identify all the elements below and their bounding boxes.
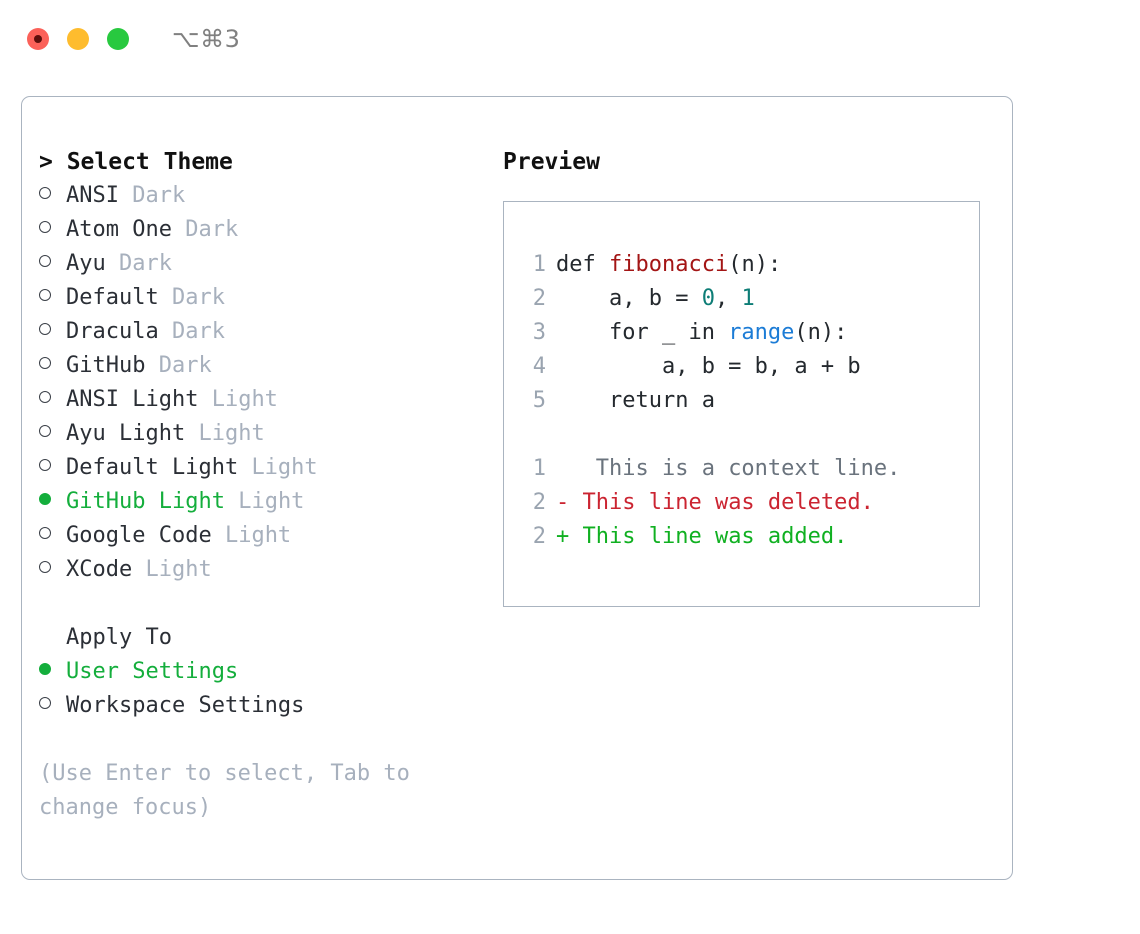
keyboard-hint-text: (Use Enter to select, Tab to change focu… xyxy=(39,761,424,820)
theme-option-label: Default Light xyxy=(66,455,239,480)
line-number: 1 xyxy=(532,252,546,277)
code-token: range xyxy=(728,320,795,345)
apply-to-label: Apply To xyxy=(66,625,172,650)
line-number: 2 xyxy=(532,524,546,549)
theme-option-label: ANSI Light xyxy=(66,387,199,412)
apply-to-option-list: User Settings Workspace Settings xyxy=(39,655,502,723)
line-number: 2 xyxy=(532,490,546,515)
code-line: 5 return a xyxy=(516,384,979,418)
code-line: 1 def fibonacci(n): xyxy=(516,248,979,282)
diff-content: This line was added. xyxy=(569,524,848,549)
diff-marker: + xyxy=(556,524,570,549)
code-diff-separator xyxy=(516,418,979,452)
theme-option-label: Google Code xyxy=(66,523,212,548)
theme-option-suffix: Dark xyxy=(171,319,225,344)
line-number: 4 xyxy=(532,354,546,379)
theme-option-label: XCode xyxy=(66,557,133,582)
section-spacer xyxy=(39,587,502,621)
code-line: 3 for _ in range(n): xyxy=(516,316,979,350)
theme-option-atom-one-dark[interactable]: Atom One Dark xyxy=(39,213,502,247)
theme-option-label: GitHub Light xyxy=(66,489,225,514)
code-token: def xyxy=(556,252,609,277)
code-token: 1 xyxy=(741,286,755,311)
code-content: return a xyxy=(556,384,715,418)
theme-option-label: Dracula xyxy=(66,319,159,344)
theme-option-ayu-light[interactable]: Ayu Light Light xyxy=(39,417,502,451)
diff-line-added: 2 + This line was added. xyxy=(516,520,979,554)
theme-option-suffix: Light xyxy=(211,387,278,412)
code-token: 0 xyxy=(701,286,715,311)
preview-title: Preview xyxy=(503,149,600,175)
theme-option-suffix: Dark xyxy=(119,251,172,276)
theme-option-suffix: Light xyxy=(224,523,292,548)
keyboard-shortcut-label: ⌥⌘3 xyxy=(172,25,241,53)
theme-option-ayu-dark[interactable]: Ayu Dark xyxy=(39,247,502,281)
theme-option-label: GitHub xyxy=(66,353,146,378)
maximize-button[interactable] xyxy=(107,28,129,50)
theme-option-label: Ayu Light xyxy=(66,421,186,446)
preview-column: Preview 1 def fibonacci(n): 2 a, b = 0, … xyxy=(502,145,980,879)
theme-option-list: ANSI Dark Atom One Dark Ayu xyxy=(39,179,502,587)
theme-option-suffix: Dark xyxy=(171,285,225,310)
diff-line-context: 1 This is a context line. xyxy=(516,452,979,486)
theme-option-google-code[interactable]: Google Code Light xyxy=(39,519,502,553)
main-panel: > Select Theme ANSI Dark Atom One Dark xyxy=(21,96,1013,880)
title-bar: ⌥⌘3 xyxy=(0,0,1140,78)
select-theme-heading: > Select Theme xyxy=(39,149,233,175)
code-content: a, b = 0, 1 xyxy=(556,282,755,316)
preview-box: 1 def fibonacci(n): 2 a, b = 0, 1 3 for … xyxy=(503,201,980,607)
theme-option-suffix: Light xyxy=(251,455,318,480)
code-token: return a xyxy=(556,388,715,413)
code-content: def fibonacci(n): xyxy=(556,248,781,282)
close-button[interactable] xyxy=(27,28,49,50)
theme-option-label: Default xyxy=(66,285,159,310)
theme-option-suffix: Dark xyxy=(185,217,239,242)
window-controls xyxy=(27,28,129,50)
line-number: 3 xyxy=(532,320,546,345)
diff-line-deleted: 2 - This line was deleted. xyxy=(516,486,979,520)
code-token: a, b = b, a + b xyxy=(556,354,861,379)
code-token: fibonacci xyxy=(608,252,729,277)
theme-option-suffix: Light xyxy=(198,421,265,446)
code-content: for _ in range(n): xyxy=(556,316,847,350)
apply-to-option-workspace-settings[interactable]: Workspace Settings xyxy=(39,689,502,723)
line-number: 2 xyxy=(532,286,546,311)
diff-marker: - xyxy=(556,490,570,515)
theme-option-suffix: Light xyxy=(145,557,212,582)
code-token: (n): xyxy=(728,252,782,277)
theme-option-xcode[interactable]: XCode Light xyxy=(39,553,502,587)
theme-option-label: ANSI xyxy=(66,183,119,208)
theme-option-suffix: Dark xyxy=(132,183,186,208)
theme-option-ansi-dark[interactable]: ANSI Dark xyxy=(39,179,502,213)
code-token: (n): xyxy=(794,320,848,345)
apply-to-option-label: Workspace Settings xyxy=(66,693,305,718)
theme-option-label: Atom One xyxy=(66,217,172,242)
theme-option-dracula-dark[interactable]: Dracula Dark xyxy=(39,315,502,349)
code-token: , xyxy=(714,286,742,311)
code-token: a, b = xyxy=(556,286,702,311)
theme-option-default-light[interactable]: Default Light Light xyxy=(39,451,502,485)
code-content: a, b = b, a + b xyxy=(556,350,861,384)
theme-option-ansi-light[interactable]: ANSI Light Light xyxy=(39,383,502,417)
diff-marker xyxy=(556,452,569,486)
theme-option-github-light[interactable]: GitHub Light Light xyxy=(39,485,502,519)
hint-spacer xyxy=(39,723,502,757)
diff-content: This line was deleted. xyxy=(569,490,874,515)
theme-picker-column: > Select Theme ANSI Dark Atom One Dark xyxy=(22,145,502,879)
theme-option-label: Ayu xyxy=(66,251,106,276)
theme-option-default-dark[interactable]: Default Dark xyxy=(39,281,502,315)
apply-to-option-label: User Settings xyxy=(66,659,239,684)
apply-to-option-user-settings[interactable]: User Settings xyxy=(39,655,502,689)
recording-indicator-icon xyxy=(34,35,42,43)
code-line: 4 a, b = b, a + b xyxy=(516,350,979,384)
theme-option-suffix: Dark xyxy=(158,353,212,378)
line-number: 1 xyxy=(532,456,546,481)
code-line: 2 a, b = 0, 1 xyxy=(516,282,979,316)
diff-content: This is a context line. xyxy=(569,456,901,481)
code-token: for _ in xyxy=(556,320,729,345)
theme-option-suffix: Light xyxy=(238,489,305,514)
line-number: 5 xyxy=(532,388,546,413)
theme-option-github-dark[interactable]: GitHub Dark xyxy=(39,349,502,383)
minimize-button[interactable] xyxy=(67,28,89,50)
